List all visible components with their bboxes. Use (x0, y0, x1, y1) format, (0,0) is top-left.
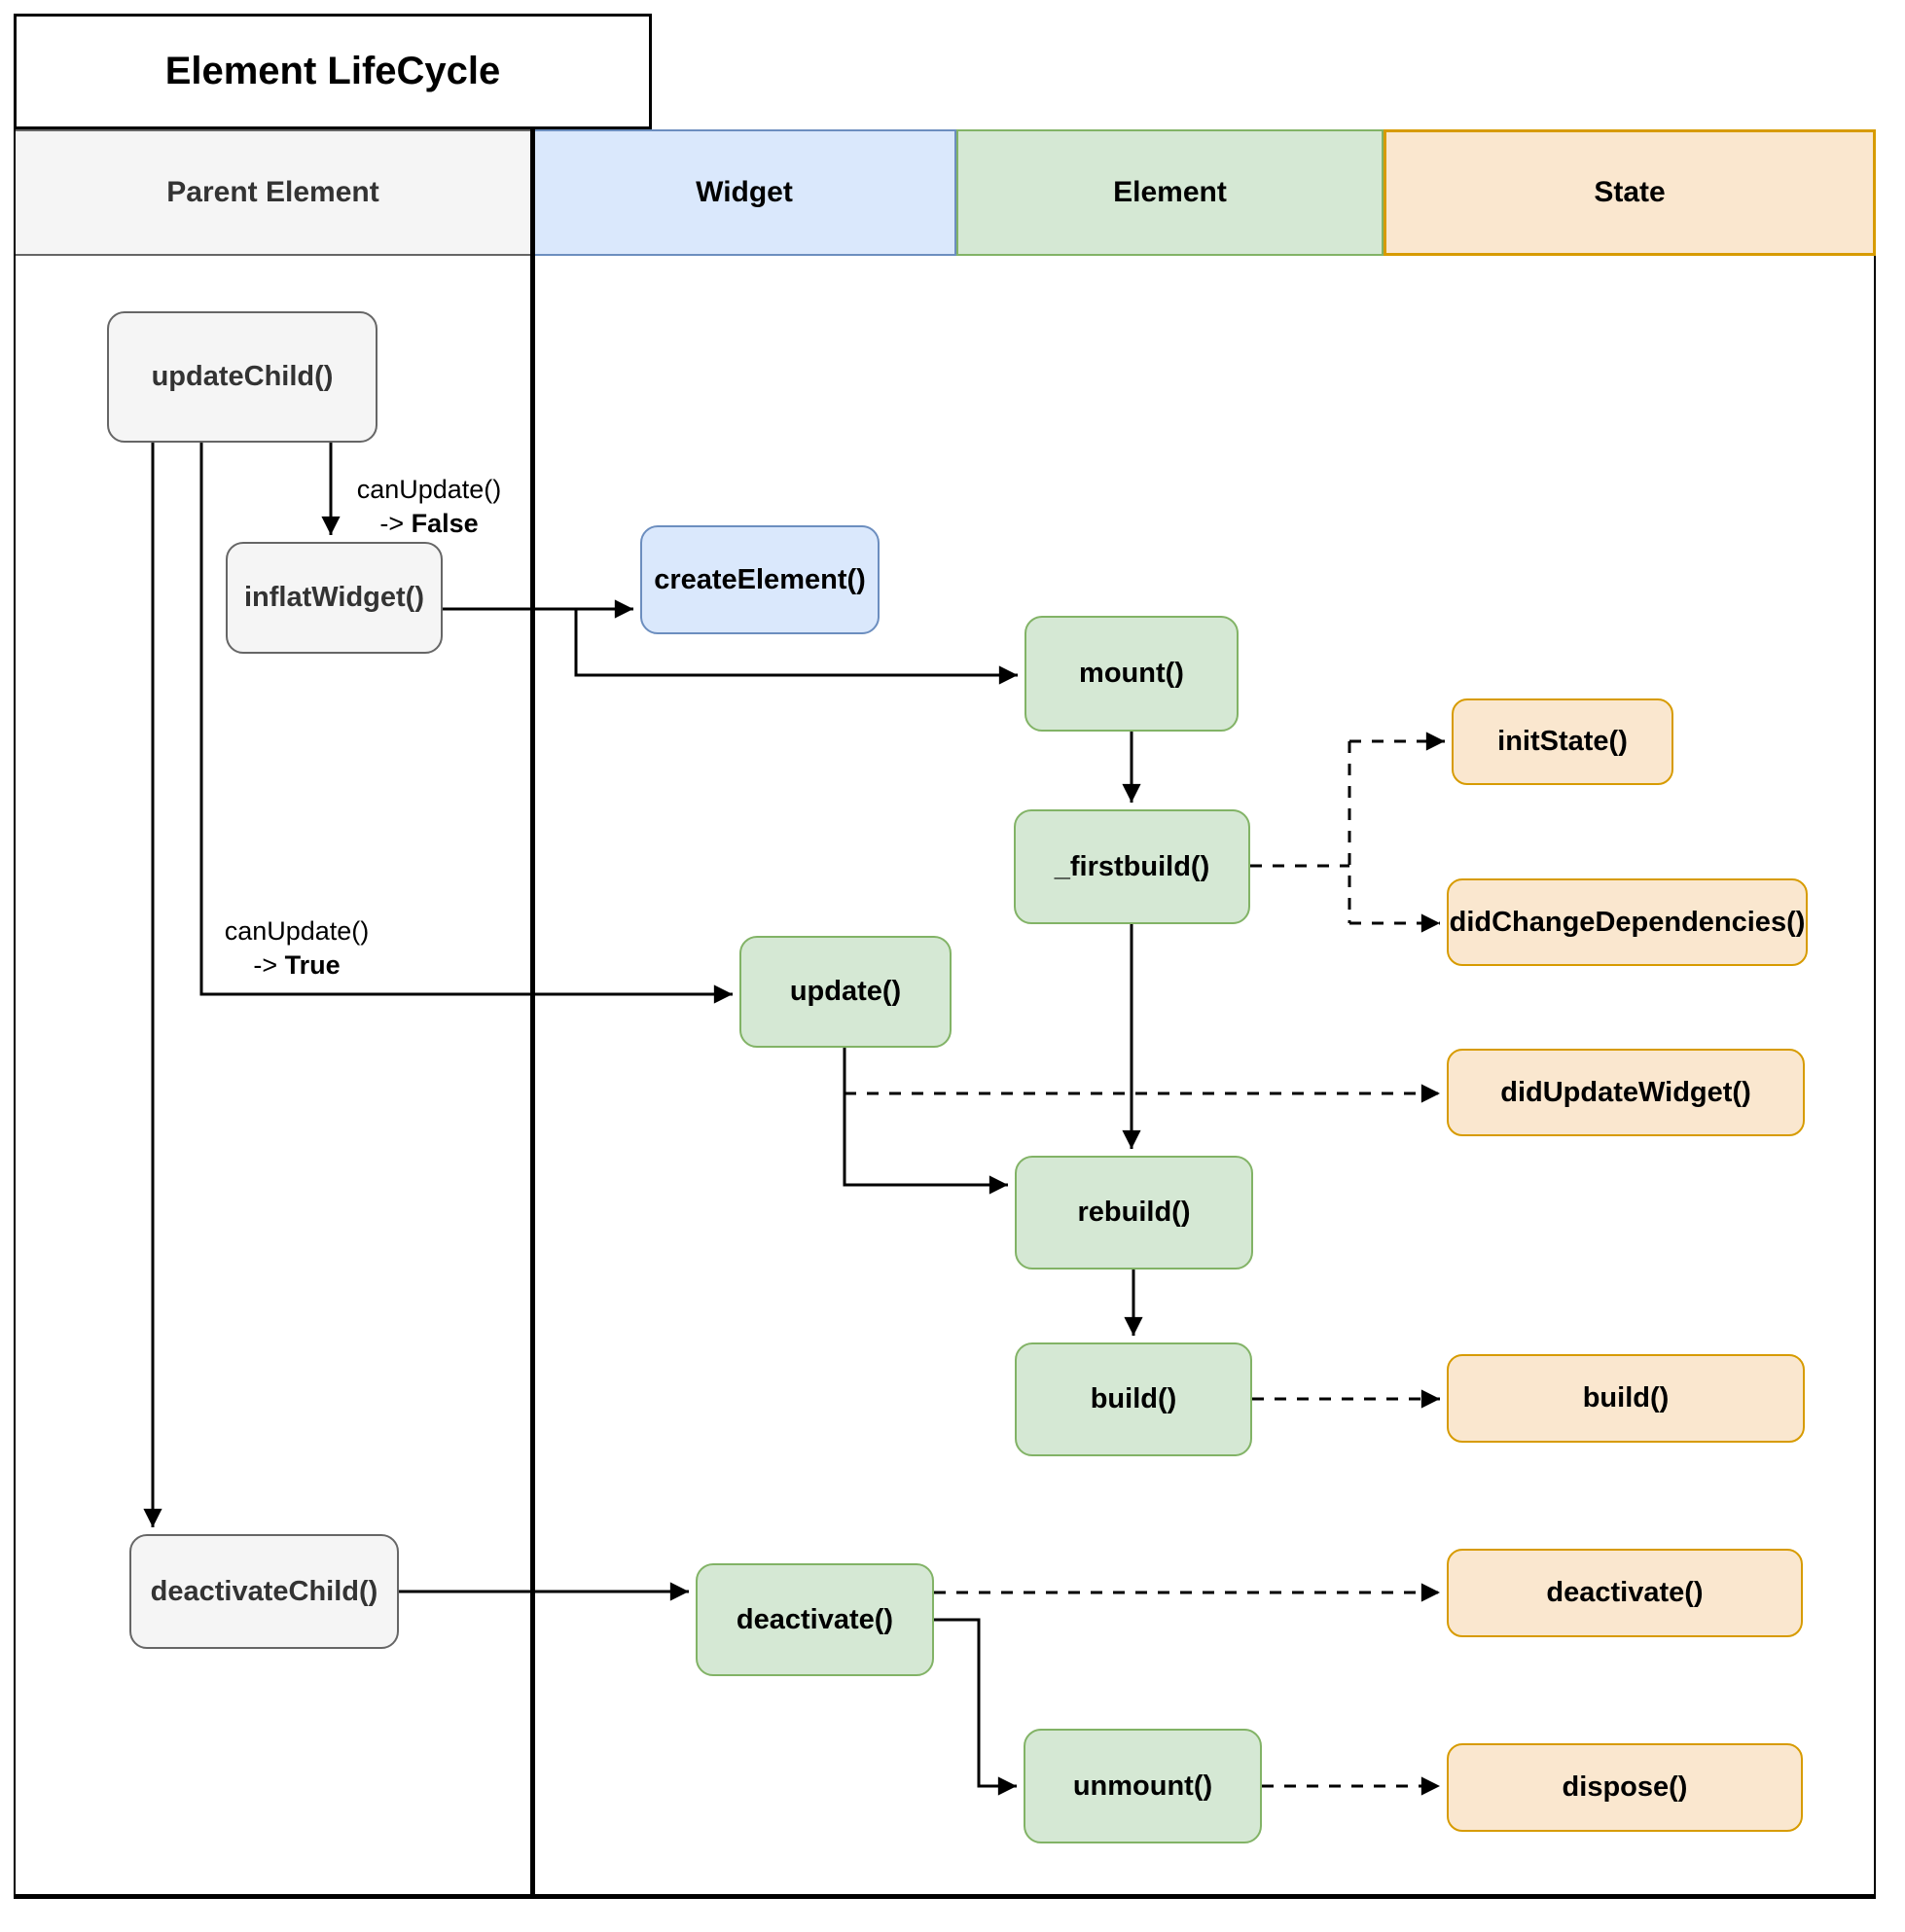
lane-header-element: Element (956, 129, 1384, 256)
node-inflatwidget: inflatWidget() (226, 542, 443, 654)
lane-header-parent-element: Parent Element (14, 129, 532, 256)
node-deactivate: deactivate() (696, 1563, 934, 1676)
node-build-state: build() (1447, 1354, 1805, 1443)
lane-header-state: State (1384, 129, 1876, 256)
canupdate-false-prefix: -> (379, 509, 412, 538)
canupdate-false-value: False (411, 509, 479, 538)
node-initstate: initState() (1452, 698, 1673, 785)
node-firstbuild: _firstbuild() (1014, 809, 1250, 924)
node-update: update() (739, 936, 952, 1048)
edge-update-to-rebuild (843, 1048, 1008, 1195)
canupdate-false-line1: canUpdate() (356, 475, 502, 504)
canupdate-true-line1: canUpdate() (224, 916, 370, 946)
node-deactivate-state: deactivate() (1447, 1549, 1803, 1637)
edge-label-canupdate-false: canUpdate() -> False (321, 473, 537, 541)
node-rebuild: rebuild() (1015, 1156, 1253, 1270)
node-didchangedependencies: didChangeDependencies() (1447, 878, 1808, 966)
node-didupdatewidget: didUpdateWidget() (1447, 1049, 1805, 1136)
node-updatechild: updateChild() (107, 311, 377, 443)
node-dispose: dispose() (1447, 1743, 1803, 1832)
node-build-element: build() (1015, 1342, 1252, 1456)
canupdate-true-value: True (284, 950, 341, 980)
node-unmount: unmount() (1024, 1729, 1262, 1843)
diagram-title: Element LifeCycle (14, 14, 652, 129)
node-mount: mount() (1024, 616, 1239, 732)
lane-divider-line (530, 129, 535, 1898)
edge-label-canupdate-true: canUpdate() -> True (189, 914, 405, 983)
node-deactivatechild: deactivateChild() (129, 1534, 399, 1649)
edge-deactivate-to-unmount (934, 1618, 1017, 1796)
lane-header-widget: Widget (532, 129, 956, 256)
canupdate-true-prefix: -> (253, 950, 285, 980)
frame-left-border (14, 129, 16, 1898)
frame-bottom-border (14, 1894, 1876, 1899)
node-createelement: createElement() (640, 525, 880, 634)
frame-right-border (1874, 256, 1876, 1898)
